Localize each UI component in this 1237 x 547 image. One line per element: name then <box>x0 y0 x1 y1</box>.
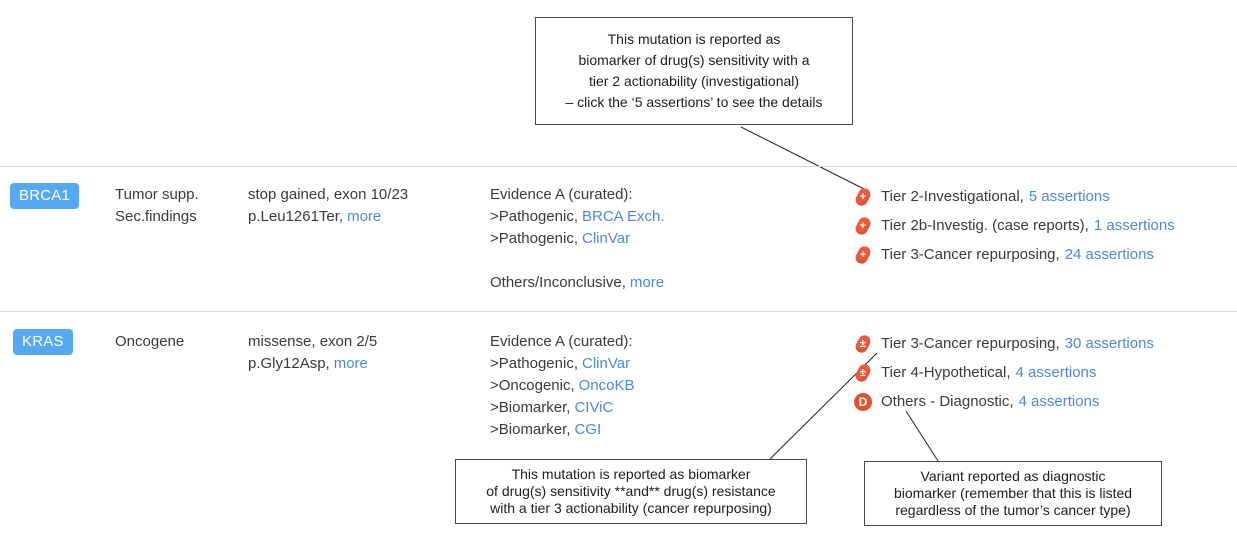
tier-label: Tier 3-Cancer repurposing, <box>881 246 1060 263</box>
assertions-link[interactable]: 24 assertions <box>1064 246 1154 263</box>
evidence-source-link[interactable]: ClinVar <box>582 230 631 247</box>
evidence-more-link[interactable]: more <box>629 274 665 291</box>
callout-line: Variant reported as diagnostic <box>920 468 1106 484</box>
tiers-cell: ± Tier 3-Cancer repurposing, 30 assertio… <box>852 329 1154 416</box>
callout-line: biomarker (remember that this is listed <box>893 485 1133 501</box>
callout-line: of drug(s) sensitivity **and** drug(s) r… <box>486 483 776 499</box>
pill-plus-icon: + <box>852 185 874 208</box>
row-divider <box>0 166 1237 167</box>
evidence-footer-line: Others/Inconclusive,more <box>490 272 665 294</box>
evidence-line: >Biomarker,CIViC <box>490 397 635 419</box>
callout-line: This mutation is reported as biomarker <box>511 466 751 482</box>
callout-tier2-note: This mutation is reported as biomarker o… <box>535 17 853 125</box>
evidence-classification: >Pathogenic, <box>490 355 578 372</box>
callout-tier3-note: This mutation is reported as biomarker o… <box>455 459 807 524</box>
tier-row: D Others - Diagnostic, 4 assertions <box>852 387 1154 416</box>
variant-protein-line: p.Leu1261Ter,more <box>248 206 408 228</box>
evidence-source-link[interactable]: BRCA Exch. <box>582 208 665 225</box>
evidence-source-link[interactable]: OncoKB <box>578 377 635 394</box>
variant-protein-line: p.Gly12Asp,more <box>248 353 377 375</box>
variant-cell: missense, exon 2/5 p.Gly12Asp,more <box>248 331 377 375</box>
callout-line: with a tier 3 actionability (cancer repu… <box>490 500 772 516</box>
diagnostic-d-icon: D <box>852 392 874 411</box>
pill-plus-minus-icon: ± <box>852 361 874 384</box>
evidence-classification: >Biomarker, <box>490 399 571 416</box>
callout-line: tier 2 actionability (investigational) <box>588 73 800 89</box>
evidence-source-link[interactable]: ClinVar <box>582 355 631 372</box>
callout-line: This mutation is reported as <box>607 31 781 47</box>
variant-more-link[interactable]: more <box>347 208 382 225</box>
gene-badge-kras[interactable]: KRAS <box>13 329 73 355</box>
tier-label: Tier 4-Hypothetical, <box>881 364 1011 381</box>
evidence-source-link[interactable]: CGI <box>574 421 602 438</box>
variant-consequence: missense, exon 2/5 <box>248 333 378 350</box>
evidence-cell: Evidence A (curated): >Pathogenic,ClinVa… <box>490 331 635 441</box>
evidence-line: >Pathogenic,ClinVar <box>490 228 665 250</box>
gene-role-line: Oncogene <box>115 333 185 350</box>
variant-more-link[interactable]: more <box>333 355 368 372</box>
gene-role-line: Tumor supp. <box>115 186 199 203</box>
protein-change: p.Leu1261Ter, <box>248 208 344 225</box>
tier-label: Tier 3-Cancer repurposing, <box>881 335 1060 352</box>
evidence-header: Evidence A (curated): <box>490 333 633 350</box>
assertions-link[interactable]: 5 assertions <box>1028 188 1110 205</box>
assertions-link[interactable]: 1 assertions <box>1093 217 1175 234</box>
evidence-classification: >Pathogenic, <box>490 208 578 225</box>
assertions-link[interactable]: 30 assertions <box>1064 335 1154 352</box>
callout-line: regardless of the tumor’s cancer type) <box>895 502 1131 518</box>
spacer <box>490 250 665 272</box>
callout-line: – click the ‘5 assertions’ to see the de… <box>565 94 823 110</box>
callout-diagnostic-note: Variant reported as diagnostic biomarker… <box>864 461 1162 526</box>
tiers-cell: + Tier 2-Investigational, 5 assertions +… <box>852 182 1175 269</box>
tier-row: + Tier 2-Investigational, 5 assertions <box>852 182 1175 211</box>
gene-role-line: Sec.findings <box>115 208 197 225</box>
pill-plus-minus-icon: ± <box>852 332 874 355</box>
gene-badge-brca1[interactable]: BRCA1 <box>10 183 80 209</box>
evidence-cell: Evidence A (curated): >Pathogenic,BRCA E… <box>490 184 665 294</box>
variant-cell: stop gained, exon 10/23 p.Leu1261Ter,mor… <box>248 184 408 228</box>
evidence-classification: >Biomarker, <box>490 421 571 438</box>
tier-row: ± Tier 3-Cancer repurposing, 30 assertio… <box>852 329 1154 358</box>
tier-label: Tier 2b-Investig. (case reports), <box>881 217 1089 234</box>
pill-plus-icon: + <box>852 243 874 266</box>
gene-role-cell: Tumor supp. Sec.findings <box>115 184 199 228</box>
row-divider <box>0 311 1237 312</box>
evidence-source-link[interactable]: CIViC <box>574 399 614 416</box>
evidence-classification: >Pathogenic, <box>490 230 578 247</box>
tier-row: + Tier 3-Cancer repurposing, 24 assertio… <box>852 240 1175 269</box>
evidence-classification: >Oncogenic, <box>490 377 575 394</box>
evidence-line: >Pathogenic,ClinVar <box>490 353 635 375</box>
variant-consequence: stop gained, exon 10/23 <box>248 186 409 203</box>
assertions-link[interactable]: 4 assertions <box>1018 393 1100 410</box>
evidence-others-label: Others/Inconclusive, <box>490 274 626 291</box>
protein-change: p.Gly12Asp, <box>248 355 330 372</box>
tier-label: Others - Diagnostic, <box>881 393 1014 410</box>
assertions-link[interactable]: 4 assertions <box>1015 364 1097 381</box>
tier-label: Tier 2-Investigational, <box>881 188 1024 205</box>
evidence-header: Evidence A (curated): <box>490 186 633 203</box>
tier-row: ± Tier 4-Hypothetical, 4 assertions <box>852 358 1154 387</box>
callout-line: biomarker of drug(s) sensitivity with a <box>578 52 810 68</box>
tier-row: + Tier 2b-Investig. (case reports), 1 as… <box>852 211 1175 240</box>
pill-plus-icon: + <box>852 214 874 237</box>
gene-role-cell: Oncogene <box>115 331 184 353</box>
evidence-line: >Oncogenic,OncoKB <box>490 375 635 397</box>
evidence-line: >Biomarker,CGI <box>490 419 635 441</box>
evidence-line: >Pathogenic,BRCA Exch. <box>490 206 665 228</box>
